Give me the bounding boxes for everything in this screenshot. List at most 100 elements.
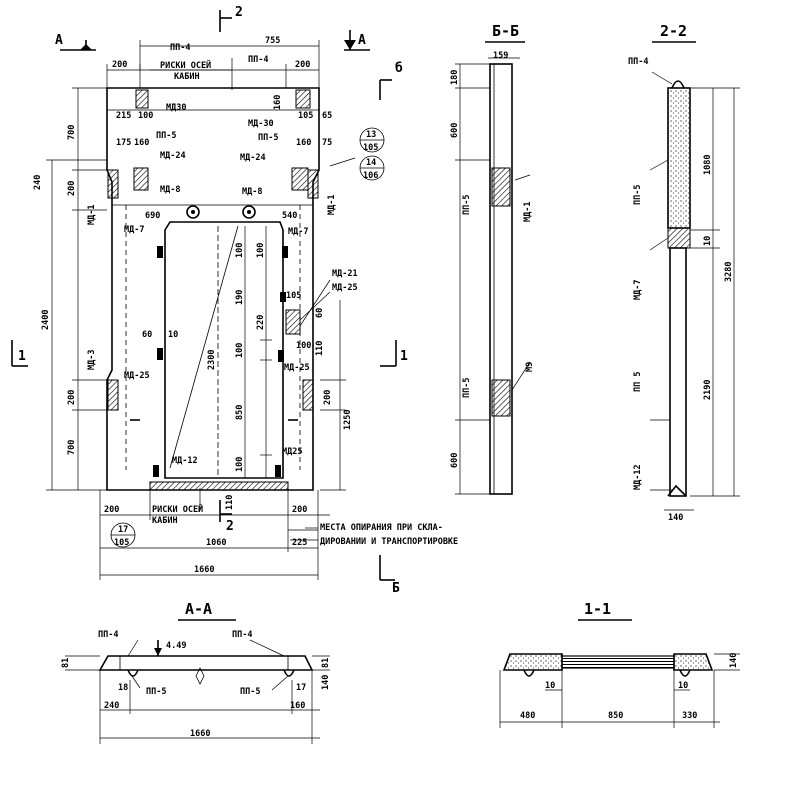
dim-110b: 110 [225,495,235,510]
dim-200-mr: 200 [323,390,333,405]
aa-pp5-right: ПП-5 [240,687,260,697]
dim-110: 110 [315,341,325,356]
dim-700-bot: 700 [67,440,77,455]
label-md25-mid-right: МД-25 [284,363,310,373]
cut-2-bottom: 2 [226,519,234,534]
cut-a-right: А [358,33,366,48]
md1-left-block [107,169,119,199]
section-bb: Б-Б 180 159 600 ПП-5 МД-1 ПП-5 М9 600 [450,22,535,495]
s22-dim-1080: 1080 [703,155,713,175]
md24-left-block [133,167,149,191]
dim-225: 225 [292,538,307,548]
dim-200-tl: 200 [112,60,127,70]
bb-pp5-top: ПП-5 [462,195,472,215]
dim-75: 75 [322,138,332,148]
aa-pp5-left: ПП-5 [146,687,166,697]
section-11-middle [561,655,675,669]
dim-160b: 160 [134,138,149,148]
bb-dim-600-top: 600 [450,123,460,138]
aa-dim-160: 160 [290,701,305,711]
aa-dim-1660: 1660 [190,729,210,739]
section-11-left [502,653,563,671]
dim-200-tr: 200 [295,60,310,70]
md12-right-small [275,465,281,477]
aa-dim-81-left: 81 [61,658,71,668]
dim-200-l: 200 [67,181,77,196]
label-md30-left: МД30 [166,103,186,113]
section-bb-title: Б-Б [492,22,519,40]
label-md3: МД-3 [87,350,97,370]
label-md30-right: МД-30 [248,119,274,129]
dim-2300: 2300 [207,350,217,370]
dim-160a: 160 [273,95,283,110]
label-pp5-left: ПП-5 [156,131,176,141]
section-22-upper [667,87,691,229]
dim-540: 540 [282,211,297,221]
cut-2-top: 2 [235,5,243,20]
dim-2400: 2400 [41,310,51,330]
label-md24-left: МД-24 [160,151,186,161]
label-md25-bot: МД25 [282,447,302,457]
dim-100d: 100 [235,343,245,358]
aa-pp4-right: ПП-4 [232,630,252,640]
s22-pp5-top: ПП-5 [633,185,643,205]
bb-md9: М9 [525,362,535,372]
label-md25-mid-left: МД-25 [124,371,150,381]
cut-a-left: А [55,33,63,48]
s22-md12: МД-12 [633,464,643,490]
note-line2: ДИРОВАНИИ И ТРАНСПОРТИРОВКЕ [320,537,458,547]
md12-left-small [153,465,159,477]
label-pp4-left: ПП-4 [170,43,190,53]
aa-dim-240: 240 [104,701,119,711]
label-pp4-right: ПП-4 [248,55,268,65]
dim-200-br: 200 [292,505,307,515]
s22-dim-2190: 2190 [703,380,713,400]
callout-14-num: 14 [366,158,376,168]
cut-b-top: б [395,61,403,76]
s22-pp4: ПП-4 [628,57,648,67]
s22-dim-10: 10 [703,236,713,246]
callout-13-sub: 105 [363,143,378,153]
s22-dim-3280: 3280 [724,262,734,282]
md25-top-small [280,292,286,302]
dim-690: 690 [145,211,160,221]
bb-dim-600-bot: 600 [450,453,460,468]
label-md24-right: МД-24 [240,153,266,163]
panel-outline [106,87,320,491]
note-line1: МЕСТА ОПИРАНИЯ ПРИ СКЛА- [320,523,443,533]
s11-dim-140: 140 [729,653,739,668]
aa-dim-81-right: 81 [321,658,331,668]
dim-215: 215 [116,111,131,121]
callout-13-num: 13 [366,130,376,140]
s11-dim-480: 480 [520,711,535,721]
section-aa-body [98,655,314,671]
label-riski-top: РИСКИ ОСЕЙ [160,59,211,71]
label-md25-top: МД-25 [332,283,358,293]
section-22: 2-2 ПП-4 1080 ПП-5 10 МД-7 3280 2190 ПП … [628,22,740,523]
label-md1-right: МД-1 [327,195,337,215]
dim-240: 240 [33,175,43,190]
aa-dim-140: 140 [321,675,331,690]
section-bb-body [489,63,513,495]
dim-105b: 105 [286,291,301,301]
dim-100b: 100 [235,243,245,258]
label-md8-right: МД-8 [242,187,262,197]
md30-left-block [135,89,149,109]
md25-right-mid-block [302,379,314,411]
dim-105: 105 [298,111,313,121]
bb-pp5-bot: ПП-5 [462,378,472,398]
label-pp5-right: ПП-5 [258,133,278,143]
s11-dim-330: 330 [682,711,697,721]
label-md1-left: МД-1 [87,205,97,225]
section-22-lower [669,247,687,497]
dim-100a: 100 [138,111,153,121]
threshold-hatch [149,481,289,491]
aa-dim-17: 17 [296,683,306,693]
cut-1-left: 1 [18,349,26,364]
label-kabin-top: КАБИН [174,72,200,82]
md8-right-ring [242,205,256,219]
md21-block [285,309,301,335]
dim-200-bl: 200 [104,505,119,515]
plan-view: А А 2 2 б Б 1 1 200 755 200 ПП-4 ПП-4 РИ… [11,5,458,596]
